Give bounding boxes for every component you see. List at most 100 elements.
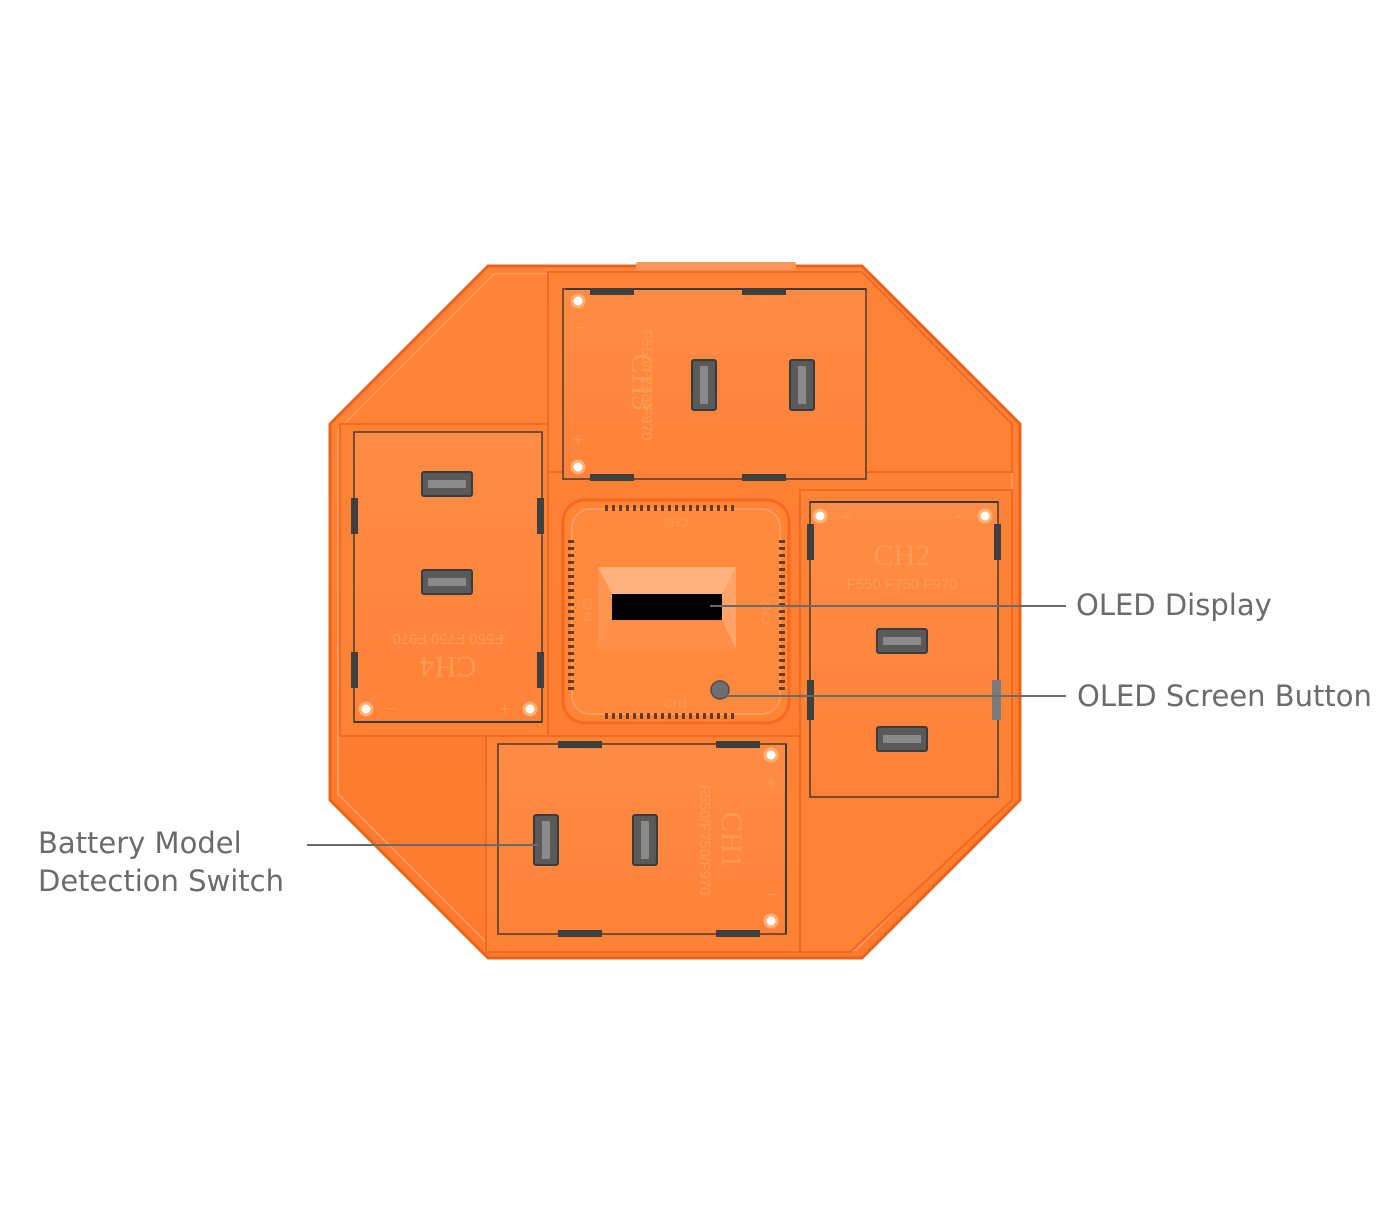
vent-slot xyxy=(779,666,785,669)
vent-slot xyxy=(675,713,678,719)
bay-ch3: CH3 F550/F750/F970 − + xyxy=(562,288,867,481)
vent-slot xyxy=(661,505,664,511)
vent-slot xyxy=(779,638,785,641)
vent-slot xyxy=(568,687,574,690)
contact-ch3-a xyxy=(691,359,717,411)
vent-slot xyxy=(779,596,785,599)
vent-slot xyxy=(568,680,574,683)
vent-slot xyxy=(568,540,574,543)
vent-slot xyxy=(703,713,706,719)
polarity-ch3-minus: − xyxy=(573,320,582,337)
vent-slot xyxy=(654,713,657,719)
vent-slot xyxy=(661,713,664,719)
callout-battery-switch-line2: Detection Switch xyxy=(38,864,284,898)
vent-slot xyxy=(710,713,713,719)
hub-label-top: CH3 xyxy=(664,515,688,529)
vent-slot xyxy=(779,631,785,634)
vent-slot xyxy=(568,582,574,585)
vent-slot xyxy=(568,624,574,627)
vent-slot xyxy=(633,713,636,719)
vent-slot xyxy=(619,713,622,719)
callout-battery-switch-line1: Battery Model xyxy=(38,826,242,860)
vent-slot xyxy=(696,713,699,719)
vent-slot xyxy=(612,713,615,719)
oled-display xyxy=(598,567,736,649)
callout-oled-button: OLED Screen Button xyxy=(1077,679,1372,713)
bay-ch4: CH4 F550 F750 F970 − + xyxy=(351,431,544,723)
vent-slot xyxy=(626,713,629,719)
bay-ch1: CH1 F550/F750/F970 + − xyxy=(497,741,787,937)
vent-slot xyxy=(779,610,785,613)
ch4-name: CH4 xyxy=(420,650,477,683)
hub-label-left: CH4 xyxy=(580,598,594,622)
led-ch3-top xyxy=(570,293,586,309)
hub-label-right: CH2 xyxy=(759,600,773,624)
vent-slot xyxy=(779,589,785,592)
vent-slot xyxy=(682,713,685,719)
polarity-ch1-minus: − xyxy=(766,887,775,904)
vent-slot xyxy=(779,540,785,543)
vent-slot xyxy=(682,505,685,511)
led-ch2-right xyxy=(977,508,993,524)
vent-slot xyxy=(779,582,785,585)
vent-slot xyxy=(568,652,574,655)
vent-slot xyxy=(647,713,650,719)
vent-slot xyxy=(779,673,785,676)
vent-slot xyxy=(568,589,574,592)
vent-slot xyxy=(568,596,574,599)
vent-slot xyxy=(568,575,574,578)
hub-vent-slots xyxy=(568,505,785,719)
contact-ch2-b xyxy=(876,726,928,752)
vent-slot xyxy=(779,659,785,662)
vent-slot xyxy=(568,631,574,634)
vent-slot xyxy=(779,652,785,655)
ch2-models: F550 F750 F970 xyxy=(847,576,958,593)
vent-slot xyxy=(696,505,699,511)
led-ch1-bottom xyxy=(763,913,779,929)
vent-slot xyxy=(724,713,727,719)
vent-slot xyxy=(731,505,734,511)
central-hub: CH3 CH1 CH4 CH2 xyxy=(561,498,791,725)
vent-slot xyxy=(779,687,785,690)
vent-slot xyxy=(619,505,622,511)
battery-model-detection-switch[interactable] xyxy=(533,814,559,866)
vent-slot xyxy=(568,561,574,564)
vent-slot xyxy=(612,505,615,511)
vent-slot xyxy=(703,505,706,511)
vent-slot xyxy=(779,603,785,606)
vent-slot xyxy=(568,568,574,571)
ch2-name: CH2 xyxy=(874,539,931,572)
led-ch3-bottom xyxy=(570,459,586,475)
vent-slot xyxy=(568,554,574,557)
vent-slot xyxy=(568,547,574,550)
oled-screen xyxy=(612,594,722,620)
vent-slot xyxy=(668,505,671,511)
vent-slot xyxy=(654,505,657,511)
vent-slot xyxy=(779,554,785,557)
vent-slot xyxy=(689,505,692,511)
vent-slot xyxy=(779,624,785,627)
ch1-models: F550/F750/F970 xyxy=(696,785,713,896)
ch3-models: F550/F750/F970 xyxy=(638,330,655,441)
vent-slot xyxy=(605,713,608,719)
top-connector-hint xyxy=(636,262,796,270)
vent-slot xyxy=(626,505,629,511)
vent-slot xyxy=(779,680,785,683)
contact-ch4-b xyxy=(421,569,473,595)
vent-slot xyxy=(717,713,720,719)
vent-slot xyxy=(779,568,785,571)
vent-slot xyxy=(710,505,713,511)
vent-slot xyxy=(640,505,643,511)
vent-slot xyxy=(731,713,734,719)
vent-slot xyxy=(779,561,785,564)
polarity-ch2-minus: − xyxy=(954,509,963,526)
vent-slot xyxy=(568,617,574,620)
polarity-ch1-plus: + xyxy=(766,773,777,793)
contact-ch1-b xyxy=(632,814,658,866)
vent-slot xyxy=(568,610,574,613)
vent-slot xyxy=(647,505,650,511)
vent-slot xyxy=(568,645,574,648)
oled-screen-button[interactable] xyxy=(710,680,730,700)
led-ch4-left xyxy=(358,701,374,717)
polarity-ch2-plus: + xyxy=(841,507,852,527)
